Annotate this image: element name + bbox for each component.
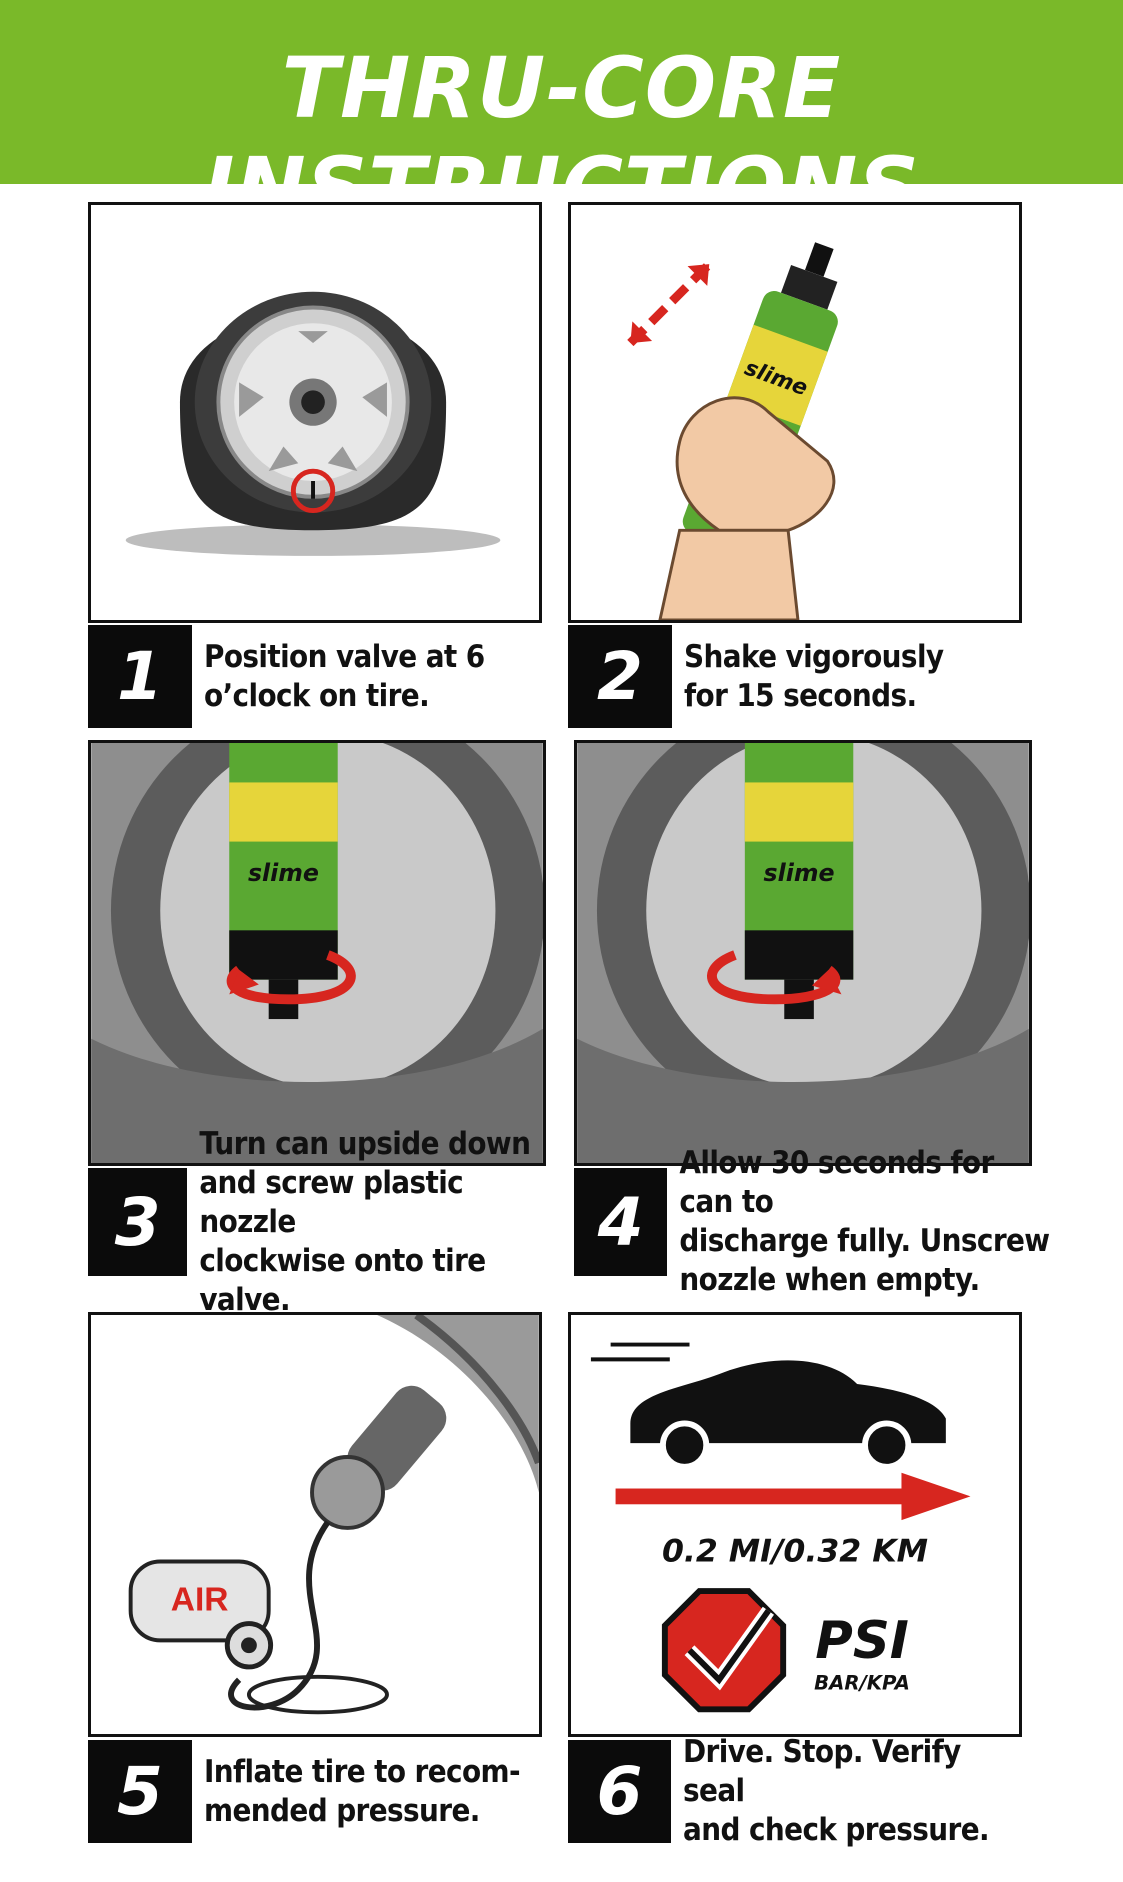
can-brand-label: slime [248,859,319,887]
step-number: 3 [88,1168,188,1276]
step-6: 6 Drive. Stop. Verify seal and check pre… [568,1734,1028,1848]
step-text: Allow 30 seconds for can to discharge fu… [679,1145,1050,1298]
panel-5-inflate-illustration: AIR [88,1312,542,1737]
header-banner: THRU-CORE INSTRUCTIONS [0,0,1123,237]
step-number: 6 [568,1740,671,1843]
psi-label: PSI [815,1611,909,1671]
step-2: 2 Shake vigorously for 15 seconds. [568,625,1028,728]
panel-1-tire-illustration [88,202,542,623]
step-text: Position valve at 6 o’clock on tire. [204,638,485,714]
distance-label: 0.2 MI/0.32 KM [662,1533,928,1569]
step-3: 3 Turn can upside down and screw plastic… [88,1126,568,1318]
step-text: Drive. Stop. Verify seal and check press… [683,1734,990,1848]
step-number: 4 [574,1168,668,1276]
bar-kpa-label: BAR/KPA [814,1672,910,1695]
step-number: 2 [568,625,672,728]
step-4: 4 Allow 30 seconds for can to discharge … [574,1145,1054,1298]
step-5: 5 Inflate tire to recom- mended pressure… [88,1740,548,1843]
panel-6-drive-check-illustration: 0.2 MI/0.32 KM PSI BAR/KPA [568,1312,1022,1737]
step-text: Shake vigorously for 15 seconds. [684,638,944,714]
can-brand-label: slime [764,859,835,887]
step-number: 5 [88,1740,192,1843]
step-text: Turn can upside down and screw plastic n… [199,1126,531,1318]
panel-4-discharge-illustration: slime [574,740,1032,1166]
step-number: 1 [88,625,192,728]
step-text: Inflate tire to recom- mended pressure. [204,1753,521,1829]
step-1: 1 Position valve at 6 o’clock on tire. [88,625,548,728]
panel-3-screw-nozzle-illustration: slime [88,740,546,1166]
panel-2-shake-illustration: slime [568,202,1022,623]
compressor-label: AIR [171,1582,229,1619]
